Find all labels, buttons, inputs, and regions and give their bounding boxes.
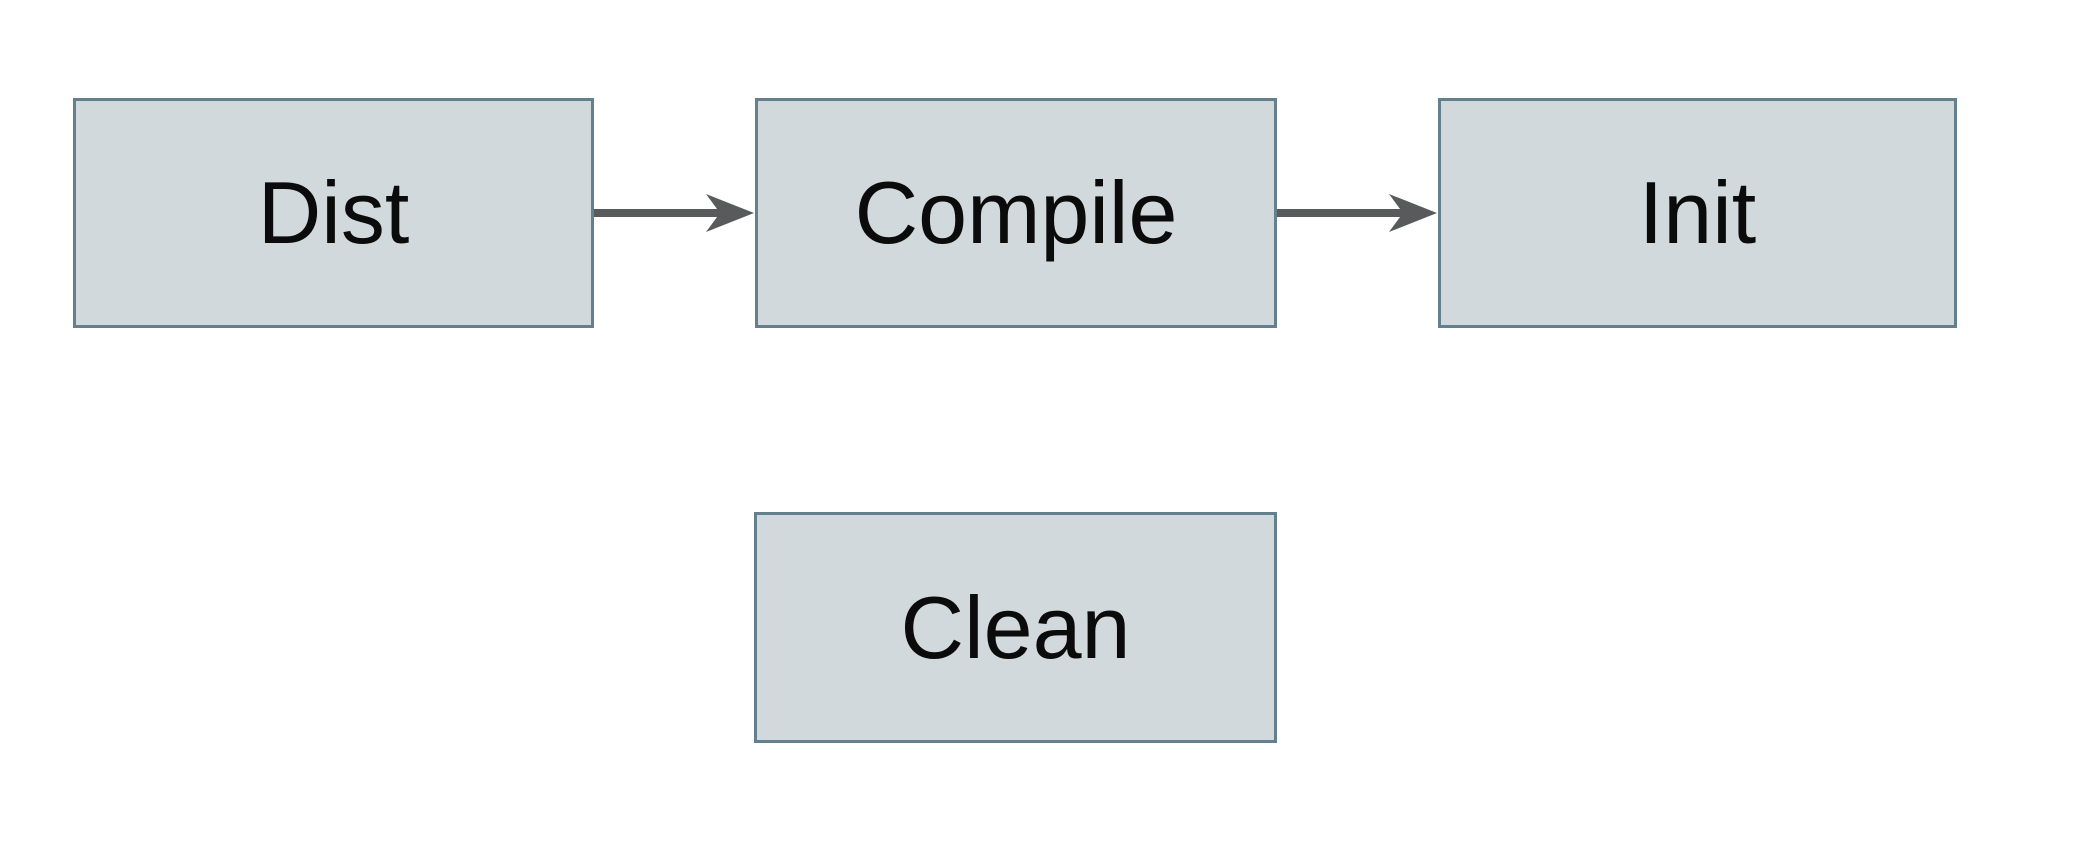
arrow-dist-to-compile: [594, 194, 754, 232]
node-compile[interactable]: Compile: [755, 98, 1277, 328]
node-dist[interactable]: Dist: [73, 98, 594, 328]
arrow-compile-to-init: [1277, 194, 1437, 232]
node-clean[interactable]: Clean: [754, 512, 1277, 743]
node-compile-label: Compile: [854, 163, 1178, 262]
node-init[interactable]: Init: [1438, 98, 1957, 328]
node-clean-label: Clean: [900, 577, 1131, 677]
node-init-label: Init: [1638, 163, 1757, 262]
node-dist-label: Dist: [257, 163, 410, 262]
